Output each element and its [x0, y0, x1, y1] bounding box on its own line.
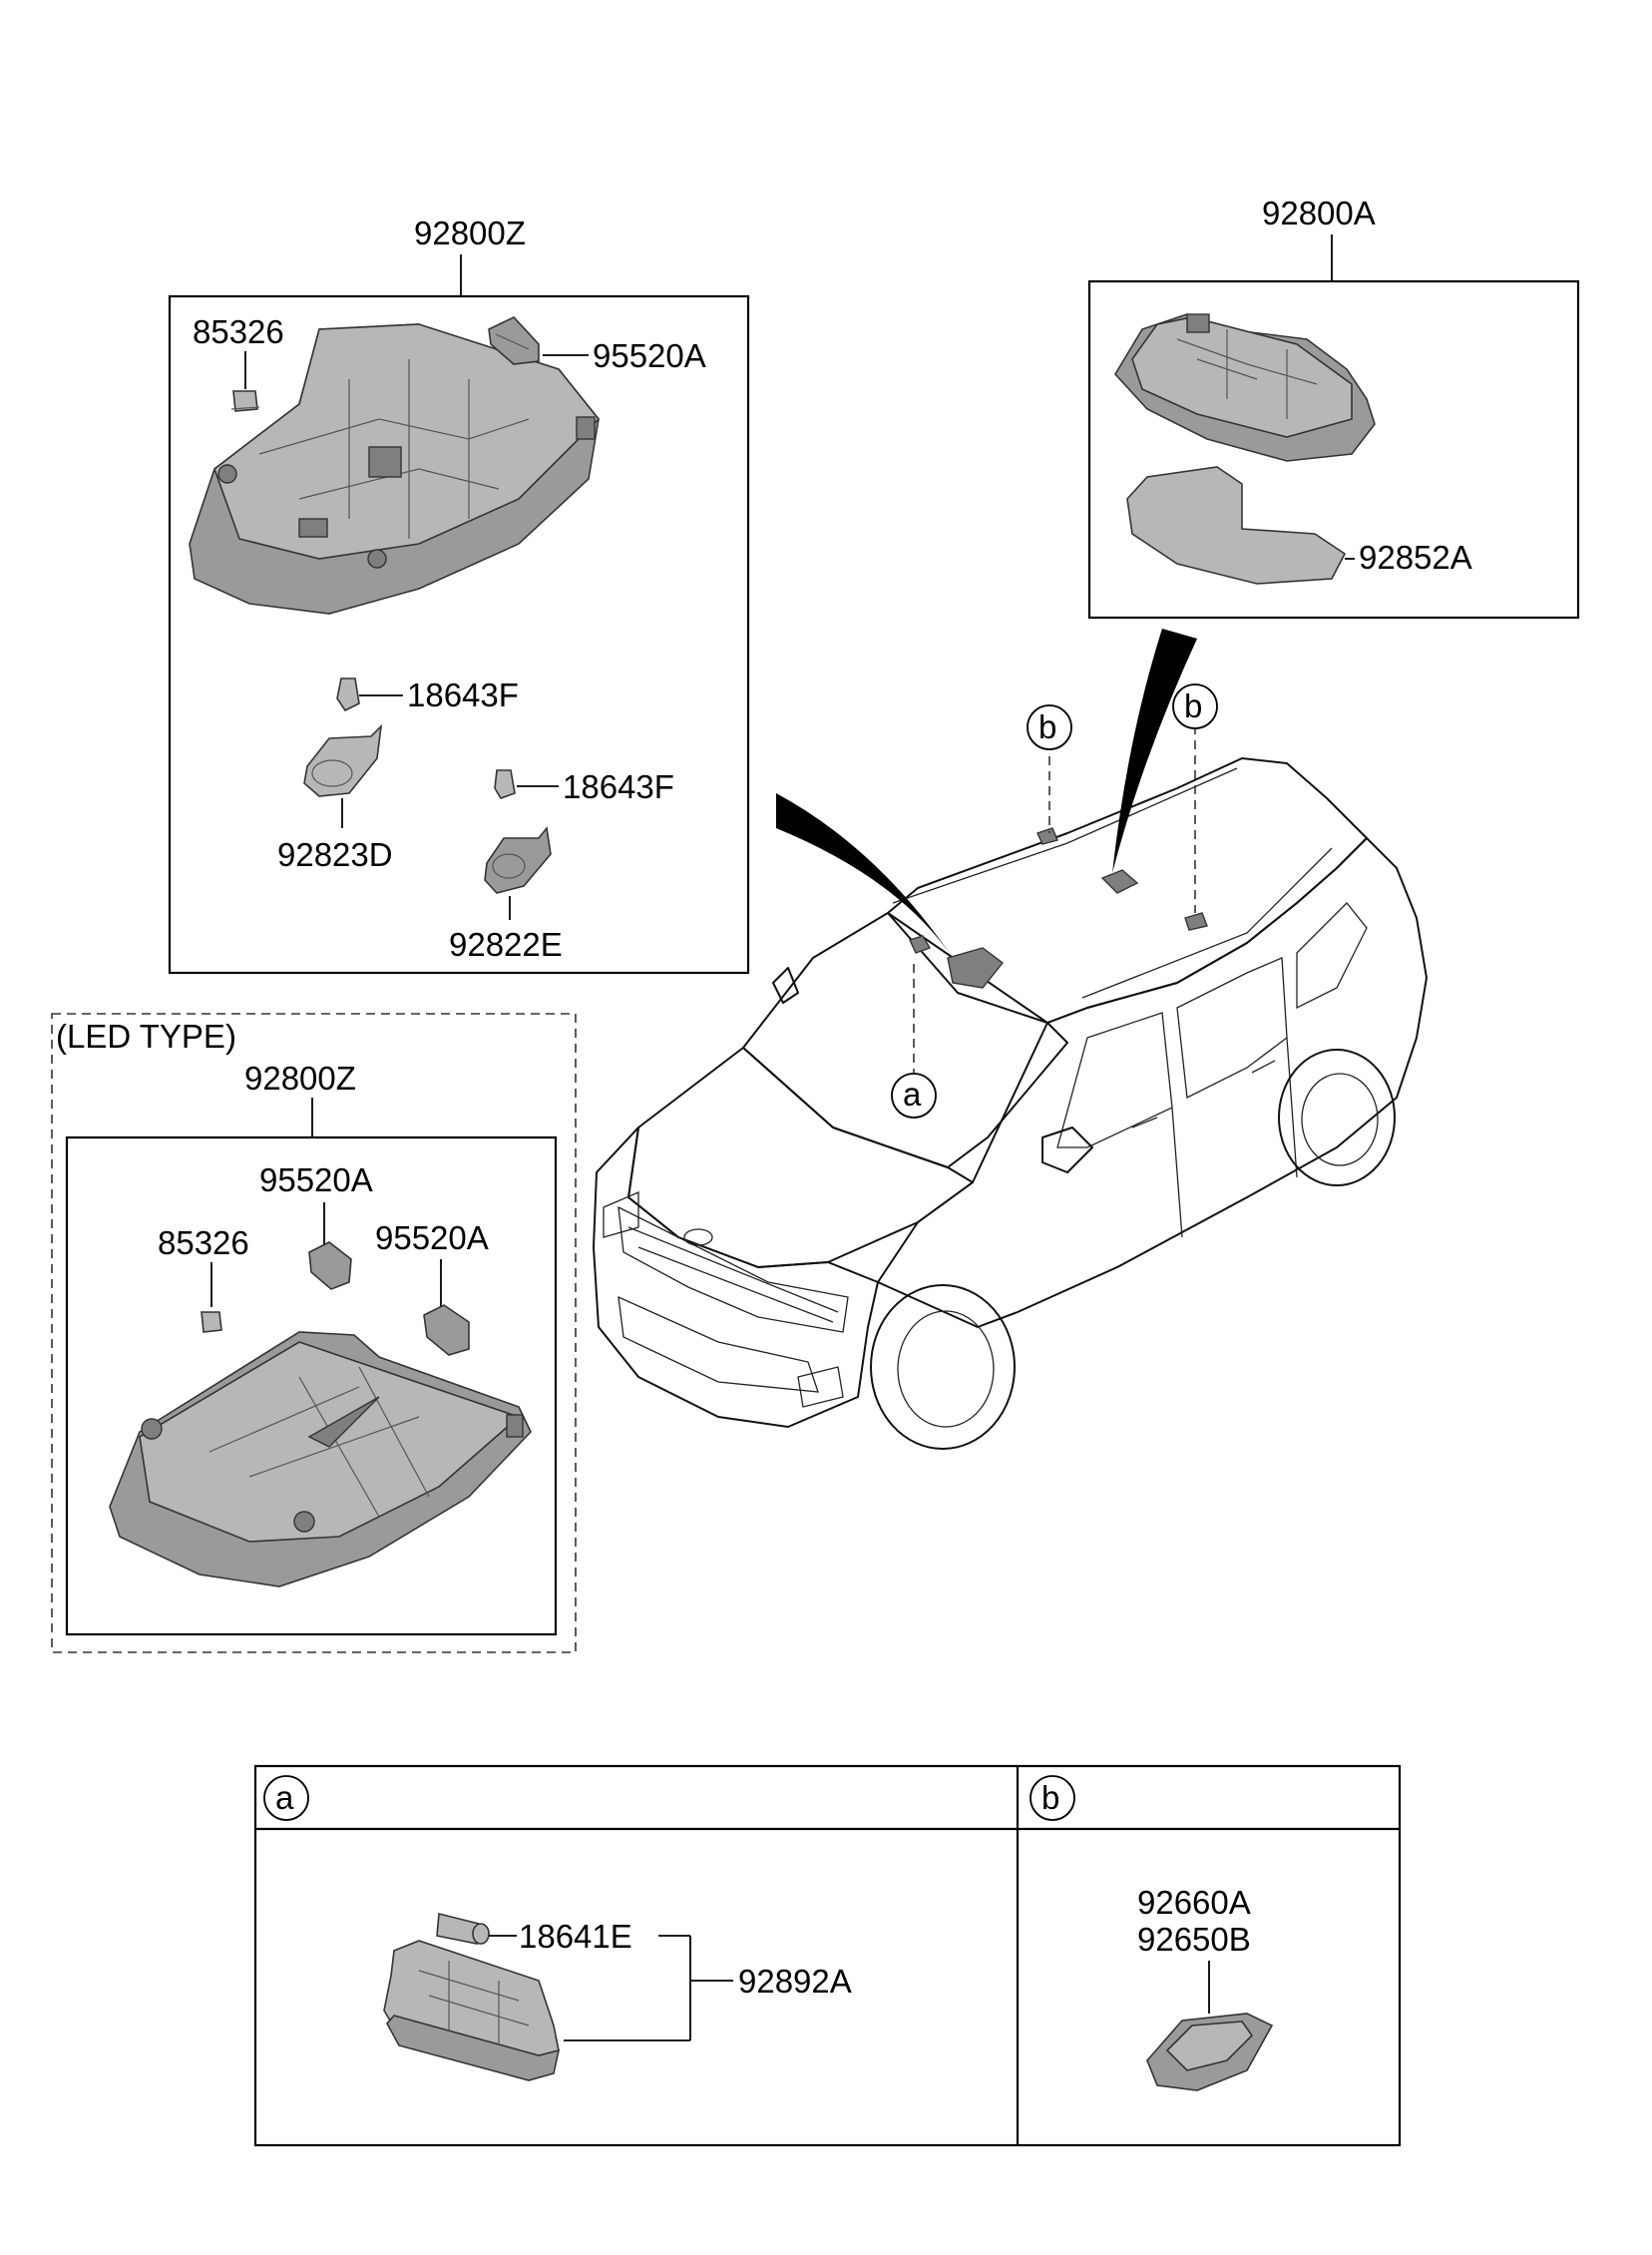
label-95520a-led-1: 95520A — [259, 1161, 373, 1198]
label-92660a: 92660A — [1137, 1884, 1251, 1921]
part-18643f-bulb-1 — [336, 677, 360, 712]
table-header-a: a — [263, 1775, 309, 1821]
callout-b-1: b — [1027, 704, 1072, 750]
frame-92800a — [1087, 279, 1580, 620]
part-92822e-lens — [484, 826, 552, 894]
roof-lamp-front — [947, 947, 1004, 989]
roof-lamp-a — [909, 935, 932, 954]
label-92852a: 92852A — [1359, 539, 1472, 576]
part-85326-clip — [230, 390, 260, 412]
label-92800z: 92800Z — [414, 215, 526, 251]
pointer-to-92800z — [776, 793, 953, 958]
overhead-console-led-housing — [109, 1331, 532, 1587]
table-marker-a: a — [275, 1779, 294, 1816]
table-marker-b: b — [1041, 1779, 1059, 1816]
part-85326-led-clip — [201, 1311, 222, 1333]
label-18643f-1: 18643F — [407, 676, 519, 713]
callout-b1-text: b — [1038, 708, 1056, 745]
roof-lamp-rear — [1100, 869, 1139, 894]
pointer-to-92800a — [1112, 629, 1197, 873]
table-header-b: b — [1030, 1775, 1075, 1821]
roof-lamp-b1 — [1036, 827, 1058, 845]
vehicle-outline — [593, 629, 1428, 1450]
part-95520a-led-1 — [308, 1241, 352, 1290]
part-95520a-led-2 — [423, 1304, 470, 1356]
label-95520a: 95520A — [593, 337, 706, 374]
label-18643f-2: 18643F — [563, 768, 674, 805]
part-95520a-sensor — [488, 316, 540, 365]
frame-92800z — [168, 294, 750, 975]
part-92852a-lens — [1126, 466, 1347, 585]
part-92892a-housing — [383, 1940, 561, 2081]
frame-92800z-led — [65, 1135, 558, 1636]
callout-a: a — [891, 1073, 937, 1119]
label-95520a-led-2: 95520A — [375, 1219, 489, 1256]
label-85326: 85326 — [193, 313, 284, 350]
label-92822e: 92822E — [449, 926, 563, 963]
label-92823d: 92823D — [277, 836, 393, 873]
group-92800a: 92800A 92852A — [1087, 195, 1580, 620]
label-led-type: (LED TYPE) — [56, 1018, 236, 1055]
label-92800z-led: 92800Z — [244, 1060, 356, 1097]
part-18643f-bulb-2 — [494, 769, 516, 799]
group-led-type: (LED TYPE) 92800Z 95520A 85326 95520A — [51, 1013, 577, 1653]
overhead-console-housing — [189, 323, 601, 615]
label-92650b: 92650B — [1137, 1921, 1251, 1958]
frame-led-type-dashed — [51, 1013, 577, 1653]
label-92800a: 92800A — [1262, 195, 1376, 231]
part-18641e-bulb — [436, 1912, 490, 1945]
overhead-console-92800a — [1114, 313, 1376, 462]
part-92823d-lens — [303, 723, 383, 797]
part-92660a-lamp — [1146, 2013, 1274, 2091]
callout-b2-text: b — [1184, 687, 1202, 724]
label-18641e: 18641E — [519, 1918, 632, 1955]
roof-lamp-b2 — [1184, 912, 1208, 931]
label-85326-led: 85326 — [158, 1224, 249, 1261]
detail-table: a b 18641E 92892A 92660A 92650B — [253, 1764, 1402, 2147]
callout-a-text: a — [903, 1076, 922, 1113]
group-92800z: 92800Z 85326 95520A 18643F — [168, 215, 750, 975]
callout-b-2: b — [1172, 683, 1218, 729]
label-92892a: 92892A — [738, 1963, 852, 2000]
